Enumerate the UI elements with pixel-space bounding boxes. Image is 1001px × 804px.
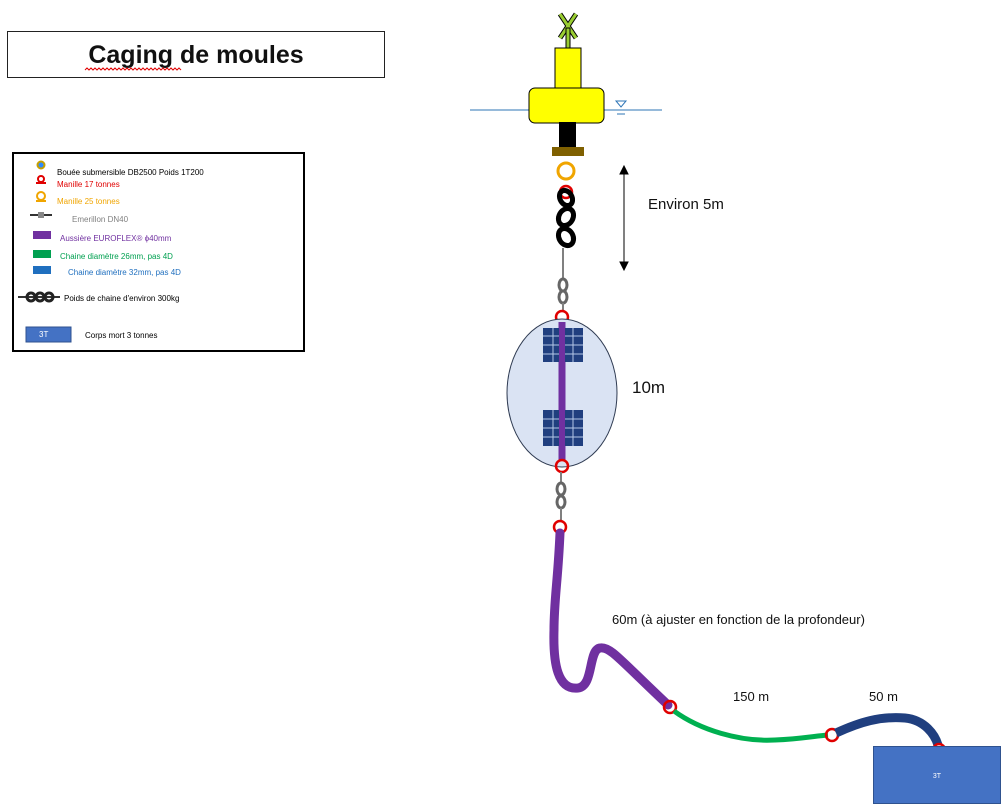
legend-label-chain-32: Chaine diamètre 32mm, pas 4D xyxy=(68,268,181,277)
legend: Bouée submersible DB2500 Poids 1T200 Man… xyxy=(12,152,305,352)
rope-length-label: 60m (à ajuster en fonction de la profond… xyxy=(612,612,865,627)
legend-icons xyxy=(18,160,72,343)
water-level-icon xyxy=(614,100,628,115)
legend-label-rope: Aussière EUROFLEX® ϕ40mm xyxy=(60,234,172,243)
chain-weight-icon xyxy=(18,291,60,303)
legend-label-deadweight: Corps mort 3 tonnes xyxy=(85,331,158,340)
legend-label-chain-weight: Poids de chaine d'environ 300kg xyxy=(64,294,180,303)
shackle-25t-icon xyxy=(36,191,46,202)
shackle-17t-icon xyxy=(662,699,678,715)
chain-weight-icon xyxy=(555,187,577,249)
spellcheck-underline xyxy=(84,67,182,71)
cage-size-label: 10m xyxy=(632,378,666,397)
legend-label-chain-26: Chaine diamètre 26mm, pas 4D xyxy=(60,252,173,261)
chain-32mm xyxy=(834,713,943,747)
diagram-title: Caging de moules xyxy=(88,41,304,69)
legend-badge-deadweight: 3T xyxy=(39,330,49,339)
chain-32-icon xyxy=(33,266,51,274)
dimension-arrow xyxy=(619,164,629,272)
chain-26-icon xyxy=(33,250,51,258)
legend-label-buoy: Bouée submersible DB2500 Poids 1T200 xyxy=(57,168,204,177)
title-box: Caging de moules xyxy=(7,31,385,78)
rope-icon xyxy=(33,231,51,239)
deadweight-block: 3T xyxy=(873,746,1001,804)
euroflex-rope xyxy=(549,528,673,710)
shackle-25t-icon xyxy=(556,161,576,181)
legend-label-swivel: Emerillon DN40 xyxy=(72,215,129,224)
deadweight-label: 3T xyxy=(932,773,942,780)
buoy-icon xyxy=(36,160,46,170)
legend-label-shackle-25t: Manille 25 tonnes xyxy=(57,197,120,206)
green-chain-length-label: 150 m xyxy=(733,689,770,704)
legend-label-shackle-17t: Manille 17 tonnes xyxy=(57,180,120,189)
depth-annotation: Environ 5m xyxy=(648,196,724,213)
chain-26mm xyxy=(672,708,829,743)
swivel-icon xyxy=(557,277,569,305)
swivel-icon xyxy=(555,481,567,510)
blue-chain-length-label: 50 m xyxy=(869,689,898,704)
topmark-icon xyxy=(557,12,579,51)
buoy-icon xyxy=(528,47,605,156)
swivel-icon xyxy=(30,212,52,218)
deadweight-icon xyxy=(25,326,72,343)
shackle-17t-icon xyxy=(36,175,46,184)
